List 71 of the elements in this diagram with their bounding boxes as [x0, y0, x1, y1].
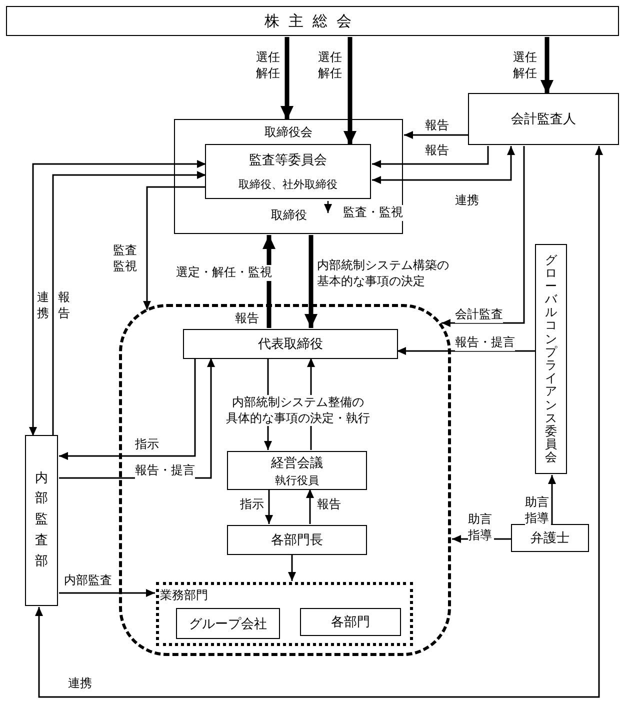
edge-label: 連携 — [68, 676, 92, 692]
edge-label: 報告 — [425, 118, 449, 134]
org-box — [300, 608, 401, 636]
box-label: 会計監査人 — [511, 111, 576, 128]
org-box — [468, 93, 619, 145]
edge-label: 選任解任 — [318, 50, 344, 82]
arrow — [59, 589, 155, 597]
edge-label: 報告 — [425, 143, 449, 159]
box-label: 株主総会 — [264, 12, 360, 30]
edge-label: 会計監査 — [455, 307, 503, 323]
box-label: 弁護士 — [530, 530, 570, 547]
arrow — [306, 489, 314, 524]
edge-label: 報告 — [317, 497, 341, 513]
org-box — [6, 6, 619, 36]
box-label: 内部監査部 — [35, 470, 48, 571]
arrow — [29, 160, 206, 436]
box-label: 各部門 — [331, 614, 370, 631]
box-label: 経営会議 — [271, 454, 323, 472]
committee-box — [535, 244, 567, 474]
edge-label: 助言指導 — [468, 512, 494, 544]
arrow — [288, 554, 296, 581]
edge-label: 報告・提言 — [455, 335, 515, 351]
edge-label: 助言指導 — [525, 495, 552, 526]
arrow — [397, 347, 536, 355]
edge-label: 報告 — [58, 290, 72, 322]
arrow — [143, 186, 206, 310]
org-box — [227, 451, 367, 490]
arrow — [52, 171, 206, 436]
org-box — [183, 329, 398, 359]
arrow — [404, 131, 469, 139]
arrow — [441, 146, 525, 327]
edge-label: 連携 — [37, 290, 50, 322]
edge-label: 指示 — [240, 497, 264, 513]
edge-label: 連携 — [455, 193, 479, 209]
arrow — [304, 235, 318, 328]
arrow — [265, 489, 273, 524]
edge-label: 選任解任 — [256, 50, 282, 82]
arrow — [35, 146, 603, 698]
arrow — [548, 475, 556, 525]
box-label: 各部門長 — [271, 532, 323, 549]
box-label: 業務部門 — [160, 587, 208, 604]
arrow — [280, 37, 294, 120]
board-box — [174, 119, 403, 234]
box-label: 取締役会 — [264, 124, 312, 141]
text-label: 選定・解任・監視 — [176, 265, 272, 281]
edge-label: 指示 — [135, 437, 159, 453]
box-label: 監査等委員会 — [249, 152, 327, 169]
org-box — [227, 525, 367, 555]
org-box — [176, 608, 280, 639]
arrow — [344, 37, 356, 145]
text-label: 監査・監視 — [343, 205, 403, 221]
edge-label: 選任解任 — [513, 50, 540, 82]
arrow — [59, 358, 196, 460]
box-label: グループ会社 — [189, 616, 267, 632]
edge-label: 内部統制システム構築の基本的な事項の決定 — [317, 258, 449, 290]
dotted-group-box — [156, 582, 413, 646]
arrow — [372, 146, 489, 168]
committee-box — [205, 144, 371, 199]
edge-label: 内部監査 — [64, 573, 112, 589]
box-sublabel: 取締役、社外取締役 — [238, 177, 338, 192]
edge-label: 内部統制システム整備の具体的な事項の決定・執行 — [226, 395, 370, 426]
arrow — [372, 146, 515, 184]
edge-label: 報告 — [235, 311, 259, 327]
edge-label: 監査監視 — [113, 243, 140, 274]
edge-label: 報告・提言 — [135, 463, 195, 479]
box-sublabel: 執行役員 — [275, 472, 319, 488]
box-sublabel: 取締役 — [271, 207, 307, 224]
org-box — [25, 435, 58, 606]
box-label: グローバルコンプライアンス委員会 — [545, 254, 557, 464]
arrow — [540, 37, 554, 94]
box-label: 代表取締役 — [258, 336, 323, 353]
